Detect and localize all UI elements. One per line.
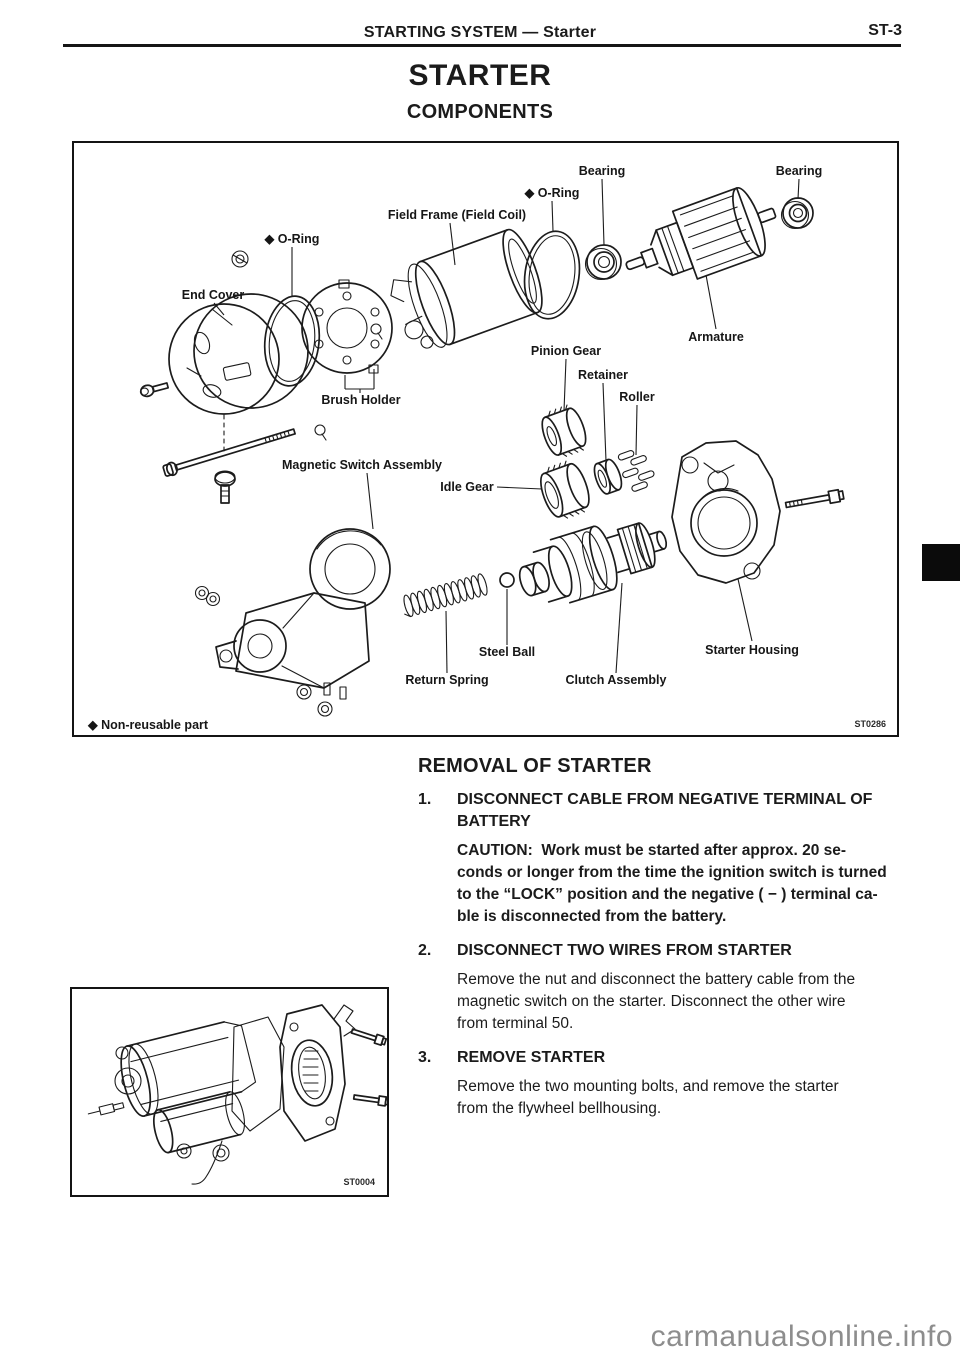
o-ring-top	[523, 230, 581, 320]
wire-terminals	[176, 1140, 230, 1185]
label-magnetic-switch: Magnetic Switch Assembly	[282, 458, 442, 472]
bolt-upper	[350, 1028, 388, 1047]
components-exploded-diagram: Bearing Bearing ◆ O-Ring Field Frame (Fi…	[87, 164, 886, 732]
label-return-spring: Return Spring	[405, 673, 488, 687]
components-diagram-box: Bearing Bearing ◆ O-Ring Field Frame (Fi…	[72, 141, 899, 737]
page-subtitle: COMPONENTS	[406, 101, 554, 123]
clip-small-2	[314, 424, 327, 441]
starter-body	[120, 1021, 257, 1117]
step-number: 3.	[418, 1049, 432, 1066]
return-spring	[403, 573, 488, 618]
step-body-text: Remove the two mounting bolts, and remov…	[457, 1078, 839, 1117]
label-armature: Armature	[688, 330, 744, 344]
label-brush-holder: Brush Holder	[321, 393, 400, 407]
step-title: DISCONNECT TWO WIRES FROM STARTER	[457, 942, 792, 959]
brush-holder	[301, 279, 393, 374]
figure-code-st0004: ST0004	[343, 1177, 375, 1187]
steel-ball	[499, 572, 515, 588]
o-ring-left	[263, 295, 321, 387]
leader-lines	[213, 178, 800, 674]
idle-gear	[539, 460, 590, 519]
diagram-footnote: ◆ Non-reusable part	[87, 718, 209, 732]
step-number: 1.	[418, 791, 432, 808]
wire-connector	[87, 1102, 125, 1116]
bearing-front	[584, 244, 622, 281]
header-rule	[63, 44, 901, 47]
through-bolt	[162, 428, 296, 477]
starter-removal-illustration: ST0004	[87, 1004, 390, 1187]
label-o-ring-left: ◆ O-Ring	[264, 232, 320, 246]
header-page-code: ST-3	[868, 22, 902, 39]
bolt-small-left	[139, 382, 170, 398]
washers	[194, 585, 333, 717]
header-section-title: STARTING SYSTEM — Starter	[363, 24, 597, 41]
label-roller: Roller	[619, 390, 655, 404]
removal-heading: REMOVAL OF STARTER	[418, 755, 652, 777]
bearing-rear	[780, 197, 814, 230]
rollers	[617, 450, 655, 492]
armature	[625, 187, 777, 280]
step-body-text: Remove the nut and disconnect the batter…	[457, 971, 856, 1032]
removal-step-2: 2. DISCONNECT TWO WIRES FROM STARTER Rem…	[418, 940, 908, 1035]
section-edge-tab	[922, 544, 960, 581]
step-title: REMOVE STARTER	[457, 1049, 606, 1066]
removal-figure-box: ST0004	[70, 987, 390, 1197]
label-retainer: Retainer	[578, 368, 628, 382]
label-bearing-front: Bearing	[579, 164, 626, 178]
starter-housing	[671, 440, 781, 584]
mounting-bolt	[784, 488, 845, 509]
solenoid	[152, 1091, 246, 1154]
drive-housing	[231, 1016, 285, 1132]
figure-code-st0286: ST0286	[854, 719, 886, 729]
removal-step-1: 1. DISCONNECT CABLE FROM NEGATIVE TERMIN…	[418, 789, 908, 928]
field-frame	[390, 228, 543, 349]
label-clutch-assembly: Clutch Assembly	[566, 673, 667, 687]
bolt-lower	[352, 1094, 390, 1107]
label-end-cover: End Cover	[182, 288, 245, 302]
magnetic-switch-assembly	[215, 528, 391, 700]
removal-steps: 1. DISCONNECT CABLE FROM NEGATIVE TERMIN…	[418, 789, 908, 1132]
screw-small	[214, 470, 236, 504]
label-pinion-gear: Pinion Gear	[531, 344, 601, 358]
label-idle-gear: Idle Gear	[440, 480, 494, 494]
clutch-assembly	[518, 522, 668, 604]
nut-small	[231, 250, 249, 268]
bellhousing-plate	[279, 1004, 346, 1142]
pinion-gear	[541, 404, 587, 457]
page-title: STARTER	[408, 59, 552, 92]
watermark: carmanualsonline.info	[650, 1320, 953, 1353]
label-starter-housing: Starter Housing	[705, 643, 799, 657]
label-bearing-rear: Bearing	[776, 164, 823, 178]
removal-step-3: 3. REMOVE STARTER Remove the two mountin…	[418, 1047, 908, 1120]
label-steel-ball: Steel Ball	[479, 645, 535, 659]
step-number: 2.	[418, 942, 432, 959]
starter-end-cap	[114, 1046, 142, 1095]
label-field-frame: Field Frame (Field Coil)	[388, 208, 526, 222]
label-o-ring-top: ◆ O-Ring	[524, 186, 580, 200]
clip-small	[370, 323, 383, 340]
step-title: DISCONNECT CABLE FROM NEGATIVE TERMINAL …	[457, 791, 873, 830]
step-caution-text: CAUTION: Work must be started after appr…	[457, 842, 887, 925]
retainer	[593, 458, 623, 495]
